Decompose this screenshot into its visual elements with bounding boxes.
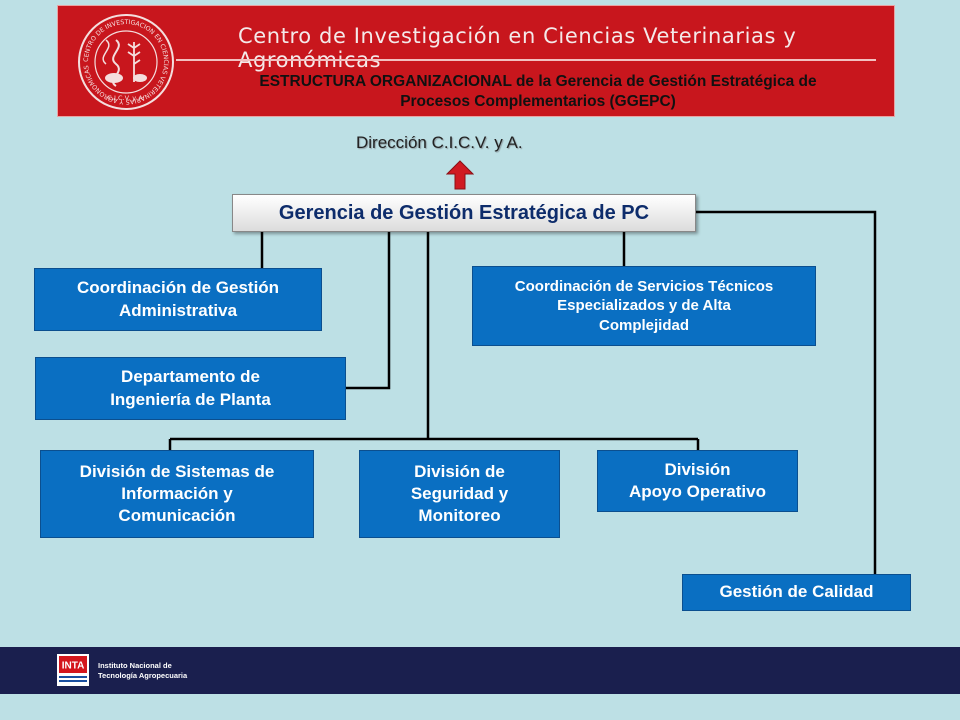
- subtitle-line: ESTRUCTURA ORGANIZACIONAL de la Gerencia…: [259, 73, 817, 90]
- connector-depto-ingenieria: [346, 232, 391, 390]
- box-line: División de Sistemas de: [79, 461, 275, 481]
- connector-divisions: [168, 232, 700, 450]
- inta-name: Instituto Nacional de Tecnología Agropec…: [98, 661, 187, 681]
- header-divider: [176, 59, 876, 61]
- depto-ingenieria-box: Departamento de Ingeniería de Planta: [35, 357, 346, 420]
- inta-logo-text: INTA: [62, 661, 85, 672]
- box-line: Coordinación de Servicios Técnicos: [514, 277, 774, 295]
- box-line: Comunicación: [118, 506, 236, 526]
- header-banner: CENTRO DE INVESTIGACION EN CIENCIAS VETE…: [57, 5, 895, 117]
- box-line: División de: [414, 461, 505, 481]
- box-line: Departamento de: [121, 367, 260, 387]
- page-subtitle: ESTRUCTURA ORGANIZACIONAL de la Gerencia…: [188, 72, 888, 112]
- inta-name-line: Instituto Nacional de: [98, 661, 172, 670]
- inta-name-line: Tecnología Agropecuaria: [98, 671, 188, 680]
- up-arrow-icon: [446, 160, 474, 190]
- box-line: Monitoreo: [418, 506, 501, 526]
- gestion-calidad-box: Gestión de Calidad: [682, 574, 911, 611]
- box-line: Complejidad: [598, 316, 689, 334]
- inta-logo-icon: INTA: [57, 654, 89, 686]
- box-line: Información y: [121, 483, 233, 503]
- cicvya-logo-icon: CENTRO DE INVESTIGACION EN CIENCIAS VETE…: [78, 14, 174, 110]
- box-line: Administrativa: [118, 300, 238, 320]
- gerencia-box: Gerencia de Gestión Estratégica de PC: [232, 194, 696, 232]
- footer-bar: [0, 647, 960, 694]
- subtitle-line: Procesos Complementarios (GGEPC): [400, 93, 676, 110]
- direccion-label: Dirección C.I.C.V. y A.: [356, 133, 523, 152]
- box-line: Coordinación de Gestión: [76, 278, 280, 298]
- div-apoyo-box: División Apoyo Operativo: [597, 450, 798, 512]
- coord-admin-box: Coordinación de Gestión Administrativa: [34, 268, 322, 331]
- box-line: Ingeniería de Planta: [110, 389, 271, 409]
- box-line: Seguridad y: [410, 483, 509, 503]
- div-seguridad-box: División de Seguridad y Monitoreo: [359, 450, 560, 538]
- connector-gestion-calidad: [696, 210, 877, 574]
- logo-abbrev: C.I.C.V. y A.: [107, 94, 144, 102]
- coord-servicios-box: Coordinación de Servicios Técnicos Espec…: [472, 266, 816, 346]
- box-line: Apoyo Operativo: [629, 482, 766, 501]
- box-line: Especializados y de Alta: [557, 297, 731, 315]
- div-sistemas-box: División de Sistemas de Información y Co…: [40, 450, 314, 538]
- box-line: División: [664, 459, 731, 479]
